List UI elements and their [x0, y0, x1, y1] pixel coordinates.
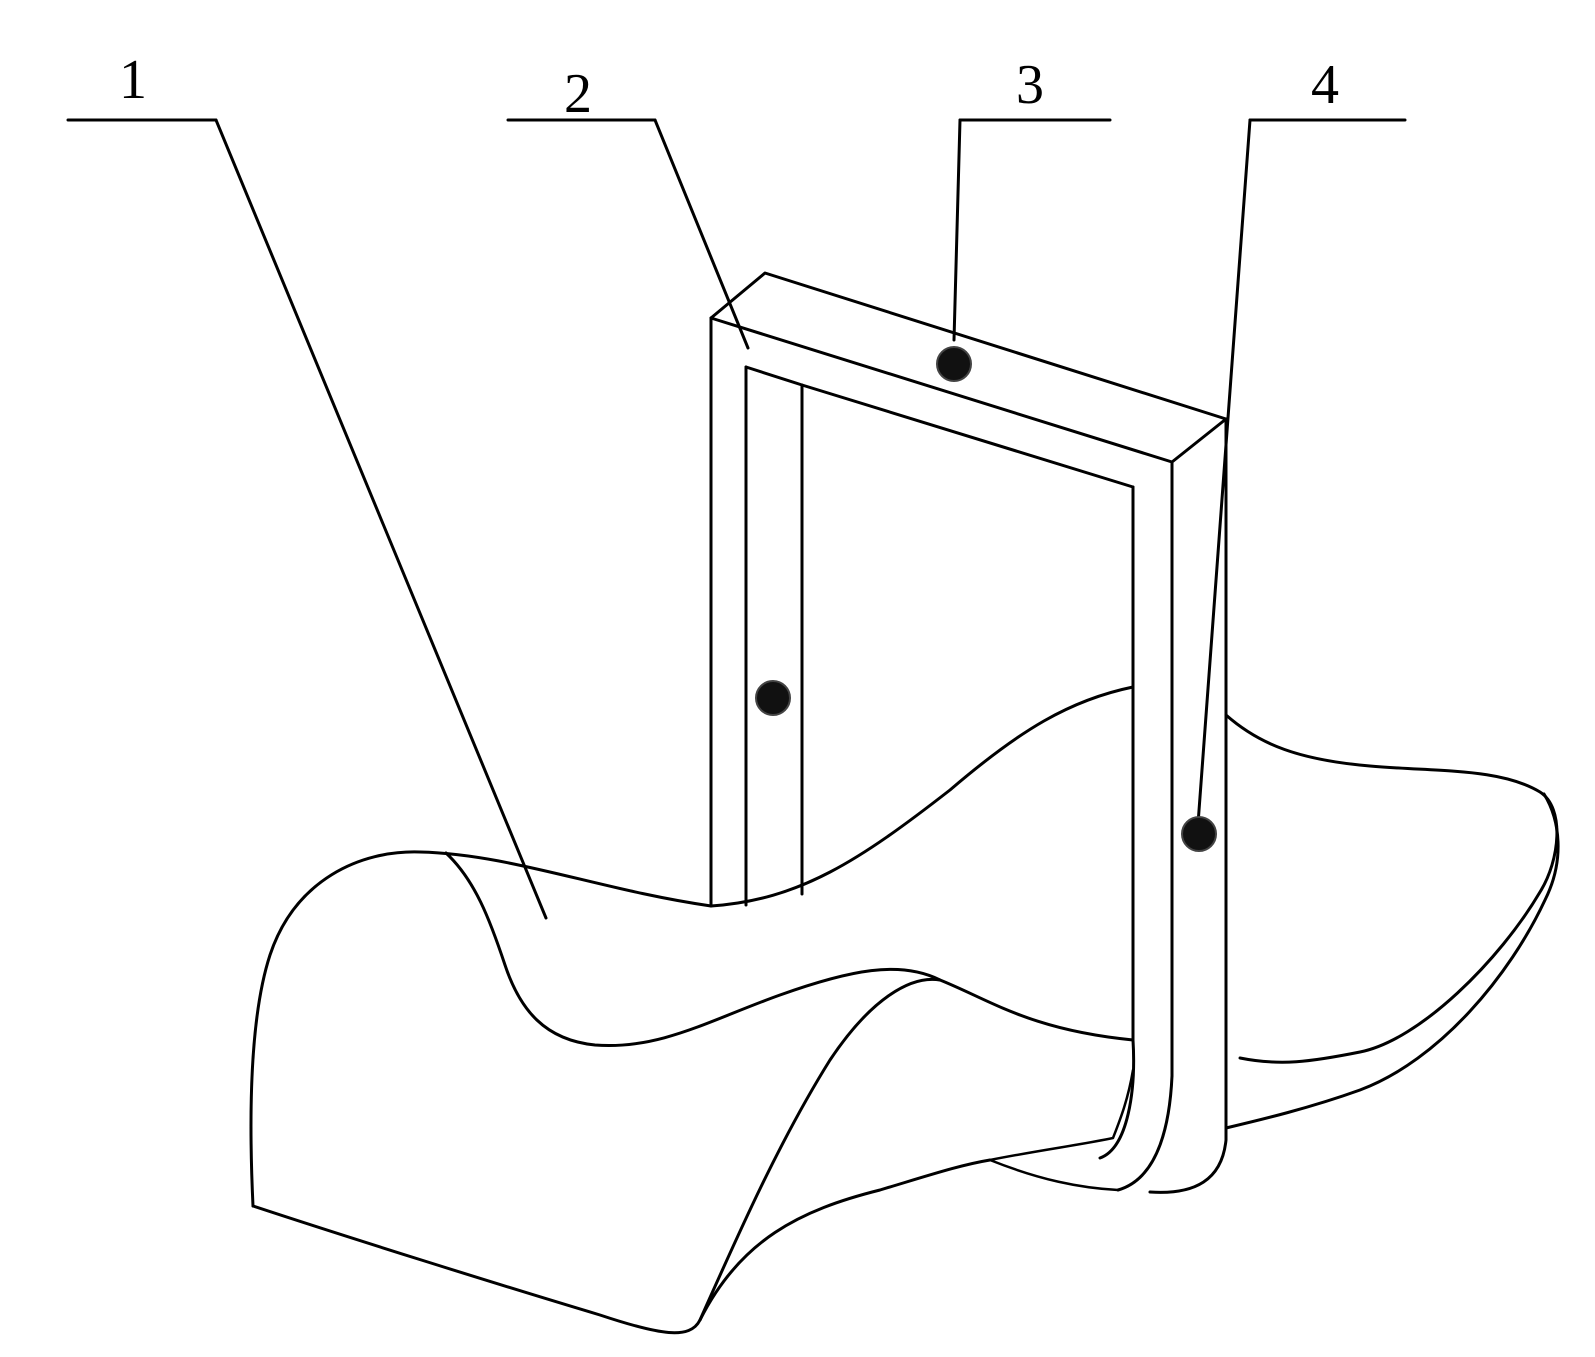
- sensor-dot-icon-top: [936, 346, 972, 382]
- base-trough-line: [988, 1068, 1135, 1162]
- base-right-wing-lower-outline: [1224, 792, 1560, 1130]
- base-second-wave-front: [698, 977, 942, 1322]
- sensor-dot-icon-right: [1181, 816, 1217, 852]
- base-left-hump-outline: [249, 850, 713, 1208]
- base-front-bottom-edge: [251, 1204, 702, 1335]
- frame-right-front-edge: [1116, 460, 1174, 1192]
- frame-right-side-edge: [1148, 417, 1228, 1194]
- frame-top-front-edge: [709, 316, 1174, 464]
- sensor-dot-icon: [936, 346, 972, 382]
- callout-label-4: 4: [1311, 54, 1339, 116]
- callout-leader-1: [214, 118, 548, 920]
- callout-label-2: 2: [564, 63, 592, 125]
- callout-label-3: 3: [1016, 54, 1044, 116]
- base-upper-surface-line: [709, 685, 1135, 908]
- base-second-wave-back: [698, 1158, 992, 1322]
- callout-1: 1: [66, 49, 548, 920]
- callout-leader-4: [1196, 118, 1252, 826]
- frame-right-inner-foot: [1098, 1038, 1136, 1160]
- frame-top-right-edge: [1170, 417, 1228, 464]
- callout-label-1: 1: [119, 49, 147, 111]
- base: [249, 685, 1560, 1335]
- callout-3: 3: [952, 54, 1112, 342]
- base-right-wing-top-outline: [1224, 713, 1559, 1064]
- sensor-dot-icon-left: [755, 680, 791, 716]
- callout-2: 2: [506, 63, 750, 350]
- frame: [709, 271, 1228, 1194]
- callout-4: 4: [1196, 54, 1407, 826]
- sensor-dot-icon: [1181, 816, 1217, 852]
- callout-leader-3: [952, 118, 962, 342]
- frame-top-back-edge: [709, 271, 1228, 421]
- callout-leader-2: [653, 118, 750, 350]
- sensor-dot-icon: [755, 680, 791, 716]
- base-trough-bottom: [988, 1158, 1120, 1192]
- frame-inner-top-edge: [744, 365, 1135, 489]
- base-front-ridge-curve: [444, 851, 1135, 1048]
